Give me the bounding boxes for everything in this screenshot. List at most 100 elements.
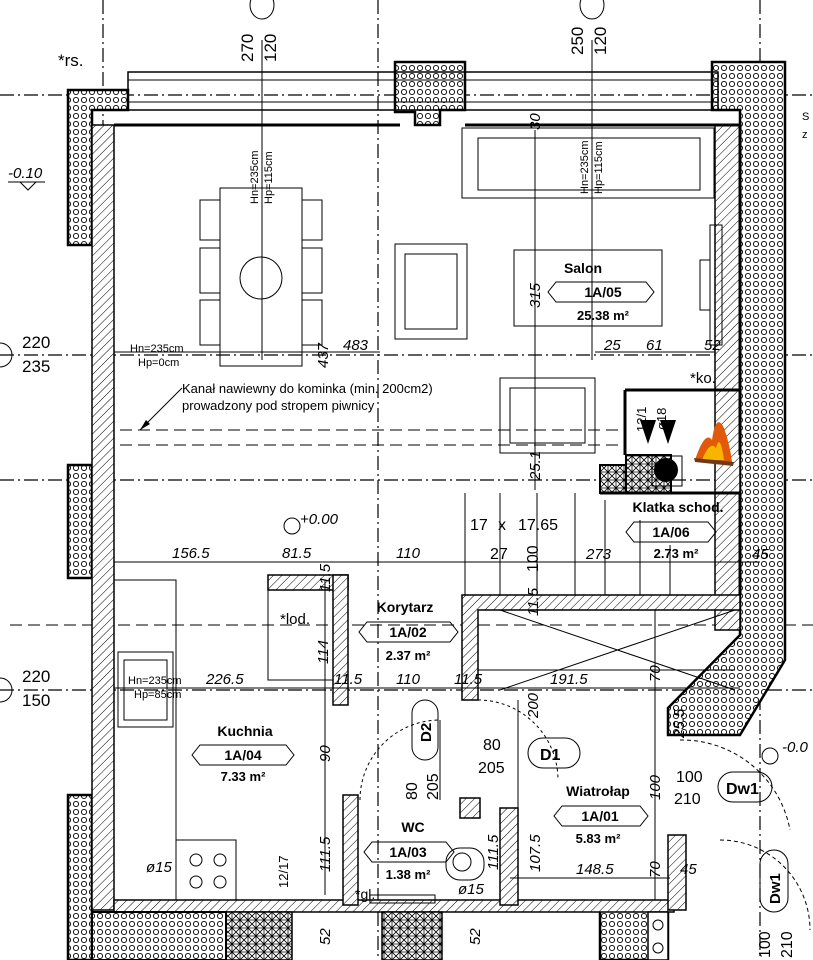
furniture bbox=[113, 127, 723, 904]
dining-hn: Hn=235cm bbox=[249, 150, 261, 204]
dim-61: 61 bbox=[646, 337, 663, 354]
left-hp: Hp=0cm bbox=[138, 357, 179, 369]
dim-11-5-a: 11.5 bbox=[317, 563, 334, 592]
exterior-walls bbox=[66, 60, 787, 960]
dim-205-a: 205 bbox=[478, 760, 505, 777]
level-minus-right: -0.0 bbox=[782, 739, 809, 756]
dim-210-a: 210 bbox=[674, 791, 701, 808]
door-d2: D2 bbox=[418, 723, 435, 742]
room-area: 1.38 m² bbox=[386, 867, 431, 882]
door-dw1-b: Dw1 bbox=[767, 873, 784, 904]
lod-label: *lod. bbox=[280, 611, 310, 628]
dim-30: 30 bbox=[527, 113, 544, 130]
dim-80-a: 80 bbox=[483, 737, 501, 754]
dim-226-5: 226.5 bbox=[205, 671, 244, 688]
dim-100-a: 100 bbox=[525, 545, 542, 572]
salon-hn: Hn=235cm bbox=[579, 140, 591, 194]
note-line-2: prowadzony pod stropem piwnicy bbox=[182, 398, 375, 413]
dim-18: ø18 bbox=[654, 408, 669, 430]
dim-483: 483 bbox=[343, 337, 369, 354]
height-labels: Hn=235cm Hp=115cm Hn=235cm Hp=115cm Hn=2… bbox=[128, 140, 605, 701]
left-hn: Hn=235cm bbox=[130, 343, 184, 355]
staircase bbox=[464, 493, 736, 691]
dim-52: 52 bbox=[704, 337, 721, 354]
doors bbox=[359, 699, 811, 931]
gl-label: *gl. bbox=[355, 886, 375, 902]
room-wc: WC 1A/03 1.38 m² bbox=[363, 819, 455, 882]
dim-11-5-c: 11.5 bbox=[334, 671, 363, 688]
level-minus-010: -0.10 bbox=[8, 165, 43, 182]
dimension-values: 483 437 315 30 25 61 52 12/1 ø18 25.1 17… bbox=[146, 113, 796, 958]
dim-27: 27 bbox=[490, 546, 508, 563]
dim-11-5-d: 11.5 bbox=[454, 671, 483, 688]
mark-150: 150 bbox=[22, 691, 50, 710]
room-name: Kuchnia bbox=[217, 723, 272, 739]
room-number: 1A/04 bbox=[224, 747, 262, 763]
room-name: Klatka schod. bbox=[632, 499, 723, 515]
room-name: Wiatrołap bbox=[566, 783, 630, 799]
room-number: 1A/06 bbox=[652, 524, 690, 540]
room-salon: Salon 1A/05 25.38 m² bbox=[547, 260, 655, 323]
room-area: 2.37 m² bbox=[386, 648, 431, 663]
level-zero: +0.00 bbox=[300, 511, 339, 528]
mark-235: 235 bbox=[22, 357, 50, 376]
dimension-lines bbox=[114, 130, 760, 900]
axis-bubbles bbox=[0, 0, 605, 703]
dim-11-5-b: 11.5 bbox=[525, 587, 542, 616]
dim-25: 25 bbox=[603, 337, 621, 354]
ko-label: *ko. bbox=[690, 370, 716, 387]
dim-45-b: 45 bbox=[680, 861, 697, 878]
left-axis-marks: 220 235 220 150 bbox=[22, 333, 50, 710]
mark-120-right: 120 bbox=[591, 27, 610, 55]
dim-17-65: 17.65 bbox=[518, 517, 558, 534]
interior-walls bbox=[91, 71, 742, 913]
kitchen-hn: Hn=235cm bbox=[128, 675, 182, 687]
mark-120-left: 120 bbox=[261, 34, 280, 62]
dim-111-5-a: 111.5 bbox=[317, 836, 334, 872]
room-number: 1A/03 bbox=[389, 844, 427, 860]
dim-12-1: 12/1 bbox=[634, 407, 649, 432]
dim-45-a: 45 bbox=[752, 546, 769, 563]
mark-220-a: 220 bbox=[22, 333, 50, 352]
kitchen-hp: Hp=85cm bbox=[134, 689, 181, 701]
room-area: 25.38 m² bbox=[577, 308, 630, 323]
room-kuchnia: Kuchnia 1A/04 7.33 m² bbox=[191, 723, 295, 784]
dim-70-a: 70 bbox=[647, 665, 664, 682]
dim-114: 114 bbox=[315, 640, 332, 664]
dim-205-b: 205 bbox=[425, 773, 442, 800]
salon-hp: Hp=115cm bbox=[593, 141, 605, 194]
dim-107-5: 107.5 bbox=[527, 834, 544, 872]
mark-250: 250 bbox=[568, 27, 587, 55]
dim-148-5: 148.5 bbox=[576, 861, 614, 878]
room-area: 5.83 m² bbox=[576, 831, 621, 846]
dim-81-5: 81.5 bbox=[282, 545, 312, 562]
bottom-windows bbox=[91, 911, 669, 960]
room-korytarz: Korytarz 1A/02 2.37 m² bbox=[358, 599, 459, 663]
dim-100-b: 100 bbox=[676, 769, 703, 786]
dim-273: 273 bbox=[585, 546, 612, 563]
door-dw1: Dw1 bbox=[726, 781, 759, 798]
dim-110-a: 110 bbox=[396, 545, 421, 562]
right-clip-label-2: z bbox=[802, 129, 808, 141]
levels: -0.10 +0.00 -0.0 bbox=[8, 165, 809, 765]
top-marks: 270 120 250 120 *rs. S z bbox=[58, 27, 809, 141]
dim-210-b: 210 bbox=[779, 931, 796, 958]
dim-100-c: 100 bbox=[757, 931, 774, 958]
mark-270: 270 bbox=[238, 34, 257, 62]
dim-156-5: 156.5 bbox=[172, 545, 210, 562]
dining-hp: Hp=115cm bbox=[263, 151, 275, 204]
dim-200: 200 bbox=[525, 692, 542, 719]
room-number: 1A/05 bbox=[584, 284, 622, 300]
air-duct-note: Kanał nawiewny do kominka (min. 200cm2) … bbox=[182, 381, 433, 413]
dim-12-17: 12/17 bbox=[276, 855, 291, 888]
room-name: WC bbox=[401, 819, 424, 835]
dim-15-a: ø15 bbox=[146, 859, 173, 876]
fireplace-flame-icon bbox=[694, 422, 734, 466]
room-wiatrolap: Wiatrołap 1A/01 5.83 m² bbox=[553, 783, 649, 846]
dim-315: 315 bbox=[527, 282, 544, 308]
dim-52-b: 52 bbox=[467, 928, 484, 945]
dim-x: x bbox=[498, 517, 506, 534]
dim-90: 90 bbox=[317, 745, 334, 762]
